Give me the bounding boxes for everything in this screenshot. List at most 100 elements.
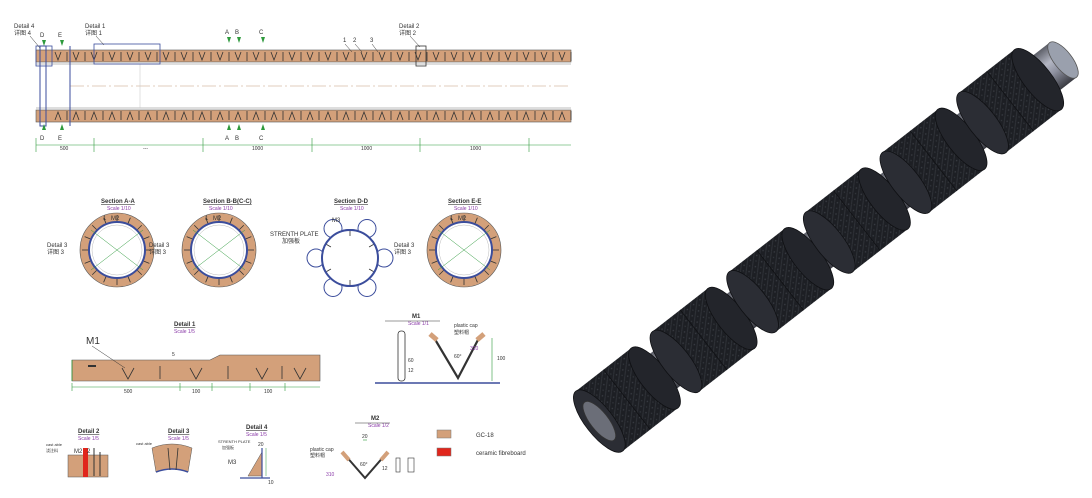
marker-bot-c: C [259,136,264,142]
svg-text:100: 100 [192,389,201,395]
svg-text:Scale 1/5: Scale 1/5 [246,432,267,438]
marker-top-c: C [259,30,264,36]
insulation-sleeve [879,107,988,214]
svg-text:STRENTH PLATE: STRENTH PLATE [218,439,251,444]
svg-text:12: 12 [408,368,414,374]
svg-text:Scale 1/5: Scale 1/5 [78,436,99,442]
section-title: Section A-A [101,199,135,205]
legend: GC-18 ceramic fibreboard [436,429,526,457]
svg-text:60°: 60° [454,354,462,360]
svg-text:塑料帽: 塑料帽 [310,452,325,459]
section-title: Section D-D [334,199,369,205]
svg-text:100: 100 [264,389,273,395]
svg-text:5: 5 [172,352,175,358]
marker-top-e: E [58,33,62,39]
svg-text:1000: 1000 [252,146,263,152]
svg-text:20: 20 [258,442,264,448]
svg-text:Detail 2: Detail 2 [78,429,100,435]
svg-text:100: 100 [497,356,506,362]
detail1-cn: 详图 1 [85,29,103,37]
m1-view: M1 Scale 1/1 plastic cap 塑料帽 310 60° 100… [375,314,506,384]
insulation-sleeve [956,48,1064,155]
legend-swatch-ceramic [436,447,452,457]
callout-3: 3 [370,38,374,44]
svg-text:60°: 60° [360,462,368,468]
legend-label-gc18: GC-18 [476,433,494,439]
svg-text:M3: M3 [228,460,237,466]
marker-top-b: B [235,30,239,36]
detail1-box [93,43,161,65]
pipe-3d-render [573,41,1079,453]
detail1-title: Detail 1 [174,322,196,328]
svg-text:Detail 3: Detail 3 [394,243,415,249]
svg-text:M2: M2 [458,216,467,222]
legend-swatch-gc18 [436,429,452,439]
elevation-dimensions [35,138,571,152]
detail1-scale: Scale 1/5 [174,329,195,335]
detail4-view: Detail 4 Scale 1/5 STRENTH PLATE 加强板 M3 … [218,425,274,486]
svg-text:加强板: 加强板 [282,237,300,245]
svg-text:M3: M3 [332,218,341,224]
detail2-label: Detail 2 [399,24,420,30]
detail4-cn: 详图 4 [14,29,32,37]
svg-text:塑料帽: 塑料帽 [454,329,469,336]
svg-text:60: 60 [408,358,414,364]
marker-bot-d: D [40,136,45,142]
svg-text:1000: 1000 [361,146,372,152]
svg-text:详图 3: 详图 3 [47,248,65,256]
legend-label-ceramic: ceramic fibreboard [476,451,526,457]
svg-text:20: 20 [362,434,368,440]
svg-text:Scale 1/5: Scale 1/5 [168,436,189,442]
detail1-m1: M1 [86,336,100,347]
svg-text:Detail 3: Detail 3 [168,429,190,435]
section-scale: Scale 1/10 [454,206,478,212]
callout-1: 1 [343,38,347,44]
m1-scale: Scale 1/1 [408,321,429,327]
svg-text:1: 1 [103,216,107,222]
insulation-sleeve [726,227,835,334]
svg-text:500: 500 [60,146,69,152]
insulation-sleeve [803,167,911,274]
svg-text:详图 3: 详图 3 [149,248,167,256]
svg-text:STRENTH PLATE: STRENTH PLATE [270,232,319,238]
svg-text:详图 3: 详图 3 [394,248,412,256]
detail1-label: Detail 1 [85,24,106,30]
svg-text:Scale 1/2: Scale 1/2 [368,423,389,429]
svg-text:310: 310 [470,346,479,352]
svg-text:Detail 4: Detail 4 [246,425,268,431]
detail1-view: Detail 1 Scale 1/5 M1 5 500 100 100 [71,322,321,395]
top-lining-band [35,49,572,63]
svg-text:2: 2 [87,449,91,455]
svg-text:M2: M2 [74,449,83,455]
svg-text:plastic cap: plastic cap [454,323,478,329]
detail2-cn: 详图 2 [399,29,417,37]
section-scale: Scale 1/10 [340,206,364,212]
svg-text:12: 12 [382,466,388,472]
detail3-view: Detail 3 Scale 1/5 cast able [136,429,193,473]
svg-text:M2: M2 [213,216,222,222]
svg-text:10: 10 [268,480,274,486]
svg-text:---: --- [143,146,148,152]
top-anchors [54,51,572,62]
svg-text:plastic cap: plastic cap [310,447,334,453]
section-title: Section B-B(C-C) [203,199,252,205]
svg-text:Detail 3: Detail 3 [149,243,170,249]
svg-text:1000: 1000 [470,146,481,152]
m1-title: M1 [412,314,421,320]
svg-text:1: 1 [205,216,209,222]
section-title: Section E-E [448,199,481,205]
bottom-anchors [54,110,572,121]
svg-text:M2: M2 [111,216,120,222]
detail2-box [415,45,427,67]
svg-text:加强板: 加强板 [222,444,234,450]
elevation-view: Detail 4 详图 4 Detail 1 详图 1 Detail 2 详图 … [14,24,572,152]
section-scale: Scale 1/10 [209,206,233,212]
section-scale: Scale 1/10 [107,206,131,212]
